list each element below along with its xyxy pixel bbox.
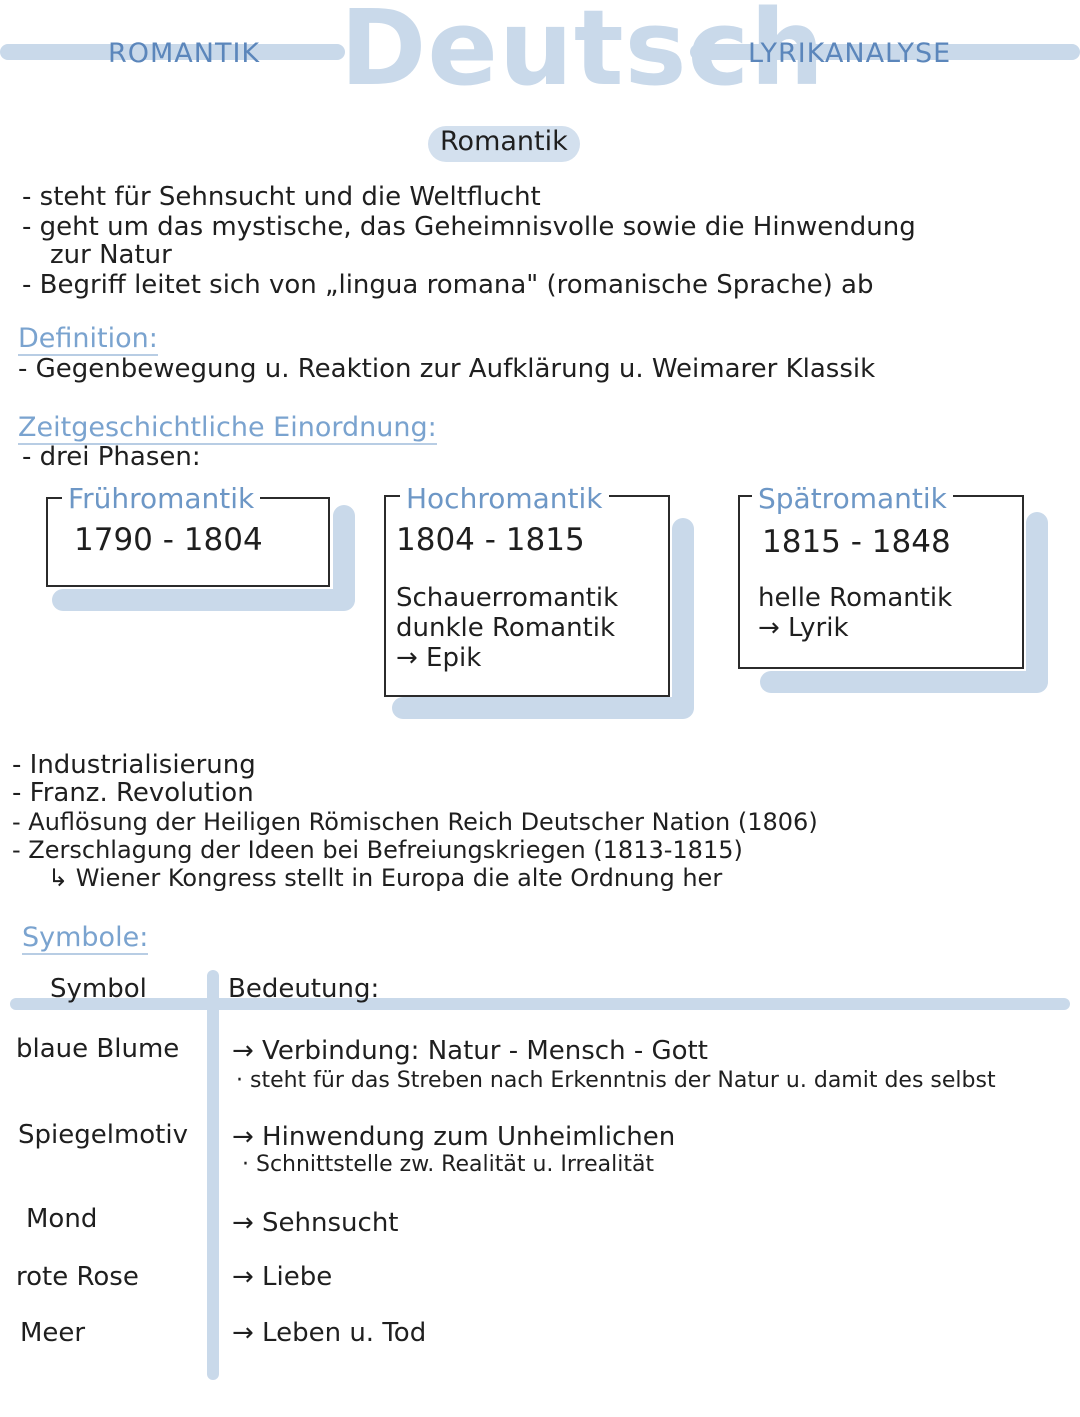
box-shadow — [333, 505, 355, 610]
definition-label: Definition: — [18, 323, 158, 356]
symbol-meaning-detail: · steht für das Streben nach Erkenntnis … — [236, 1068, 996, 1093]
phase-title: Hochromantik — [400, 482, 609, 515]
phase-years: 1815 - 1848 — [762, 524, 951, 560]
history-line-2: - Franz. Revolution — [12, 778, 254, 808]
phase-note: → Epik — [396, 643, 482, 673]
phase-title: Spätromantik — [752, 482, 953, 515]
table-horizontal-rule — [10, 998, 1070, 1010]
symbol-meaning: → Liebe — [232, 1262, 333, 1292]
phase-note: helle Romantik — [758, 583, 953, 613]
column-header-meaning: Bedeutung: — [228, 974, 380, 1004]
column-header-symbol: Symbol — [50, 974, 147, 1004]
symbol-meaning: → Leben u. Tod — [232, 1318, 427, 1348]
phase-note: dunkle Romantik — [396, 613, 616, 643]
box-shadow — [392, 697, 694, 719]
phase-title: Frühromantik — [62, 482, 261, 515]
topic-title: Romantik — [440, 126, 568, 157]
header-band-left — [0, 44, 345, 60]
symbol-name: Spiegelmotiv — [18, 1120, 188, 1150]
header-right-label: LYRIKANALYSE — [748, 38, 952, 69]
box-shadow — [760, 671, 1048, 693]
history-line-3: - Auflösung der Heiligen Römischen Reich… — [12, 808, 818, 836]
symbol-meaning-detail: · Schnittstelle zw. Realität u. Irrealit… — [242, 1152, 655, 1177]
symbol-name: blaue Blume — [16, 1034, 180, 1064]
history-line-5: ↳ Wiener Kongress stellt in Europa die a… — [48, 864, 723, 892]
intro-line-3: zur Natur — [50, 240, 172, 270]
topic-highlight — [428, 126, 580, 162]
phase-note: Schauerromantik — [396, 583, 619, 613]
zeit-intro: - drei Phasen: — [22, 442, 201, 472]
table-vertical-rule — [207, 970, 219, 1380]
header-left-label: ROMANTIK — [108, 38, 261, 69]
symbol-name: Mond — [26, 1204, 98, 1234]
history-line-4: - Zerschlagung der Ideen bei Befreiungsk… — [12, 836, 743, 864]
phase-box-hochromantik — [384, 495, 670, 697]
header-title: Deutsch — [340, 0, 826, 109]
phase-years: 1804 - 1815 — [396, 522, 585, 558]
intro-line-1: - steht für Sehnsucht und die Weltflucht — [22, 182, 541, 212]
zeit-label: Zeitgeschichtliche Einordnung: — [18, 412, 437, 445]
symbole-label: Symbole: — [22, 922, 149, 955]
symbol-name: rote Rose — [16, 1262, 139, 1292]
symbol-meaning: → Hinwendung zum Unheimlichen — [232, 1122, 676, 1152]
symbol-name: Meer — [20, 1318, 86, 1348]
phase-note: → Lyrik — [758, 613, 849, 643]
header-band-right — [690, 44, 1080, 60]
box-shadow — [52, 589, 355, 611]
history-line-1: - Industrialisierung — [12, 750, 256, 780]
intro-line-4: - Begriff leitet sich von „lingua romana… — [22, 270, 874, 300]
box-shadow — [672, 518, 694, 718]
box-shadow — [1026, 512, 1048, 692]
definition-text: - Gegenbewegung u. Reaktion zur Aufkläru… — [18, 354, 876, 384]
phase-years: 1790 - 1804 — [74, 522, 263, 558]
symbol-meaning: → Sehnsucht — [232, 1208, 399, 1238]
intro-line-2: - geht um das mystische, das Geheimnisvo… — [22, 212, 916, 242]
symbol-meaning: → Verbindung: Natur - Mensch - Gott — [232, 1036, 708, 1066]
